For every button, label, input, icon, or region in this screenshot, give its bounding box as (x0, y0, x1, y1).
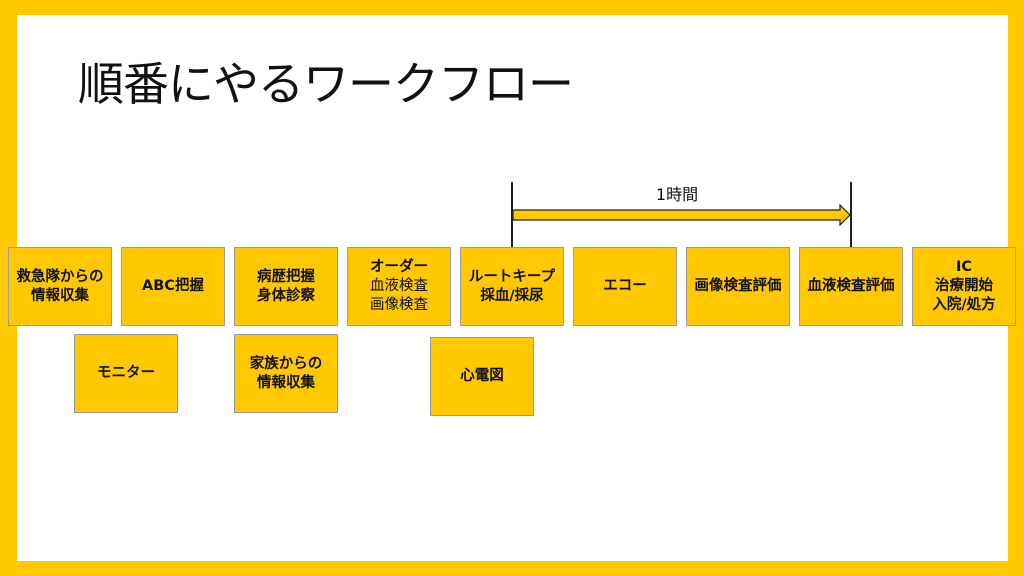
workflow-step: オーダー血液検査画像検査 (347, 247, 451, 326)
workflow-step-label: 血液検査 (370, 278, 428, 294)
workflow-step-label: 血液検査評価 (807, 278, 895, 294)
workflow-step-label: 入院/処方 (932, 297, 996, 313)
workflow-step: 血液検査評価 (799, 247, 903, 326)
workflow-step-label: 身体診察 (257, 287, 315, 304)
workflow-step-label: 採血/採尿 (480, 287, 544, 304)
workflow-step-label: モニター (97, 365, 155, 381)
workflow-step: IC 治療開始入院/処方 (912, 247, 1016, 326)
workflow-step-label: ルートキープ (468, 268, 556, 285)
workflow-step: ABC把握 (121, 247, 225, 326)
workflow-step: エコー (573, 247, 677, 326)
workflow-step-label: 治療開始 (935, 278, 993, 294)
workflow-step-label: オーダー (370, 259, 428, 275)
workflow-step: 心電図 (430, 337, 534, 416)
workflow-step-label: 情報収集 (257, 374, 315, 391)
workflow-step: 救急隊からの情報収集 (8, 247, 112, 326)
slide-title: 順番にやるワークフロー (78, 57, 574, 111)
workflow-step-label: 心電図 (460, 368, 504, 384)
workflow-step-label: 画像検査 (370, 297, 428, 313)
timeline-start-marker (511, 182, 513, 247)
workflow-step: 病歴把握身体診察 (234, 247, 338, 326)
workflow-step: モニター (74, 334, 178, 413)
workflow-step-label: 救急隊からの (16, 268, 104, 285)
workflow-step: 家族からの情報収集 (234, 334, 338, 413)
duration-arrow (512, 204, 851, 226)
timeline-end-marker (850, 182, 852, 247)
workflow-step-label: ABC把握 (142, 278, 204, 294)
workflow-step-label: 家族からの (249, 355, 323, 372)
workflow-step-label: 画像検査評価 (694, 278, 782, 294)
workflow-step-label: 情報収集 (31, 287, 89, 304)
workflow-step-label: IC (955, 259, 973, 275)
workflow-step: ルートキープ採血/採尿 (460, 247, 564, 326)
duration-label: 1時間 (655, 185, 699, 204)
workflow-step-label: 病歴把握 (257, 268, 315, 285)
workflow-step: 画像検査評価 (686, 247, 790, 326)
workflow-step-label: エコー (603, 278, 647, 294)
